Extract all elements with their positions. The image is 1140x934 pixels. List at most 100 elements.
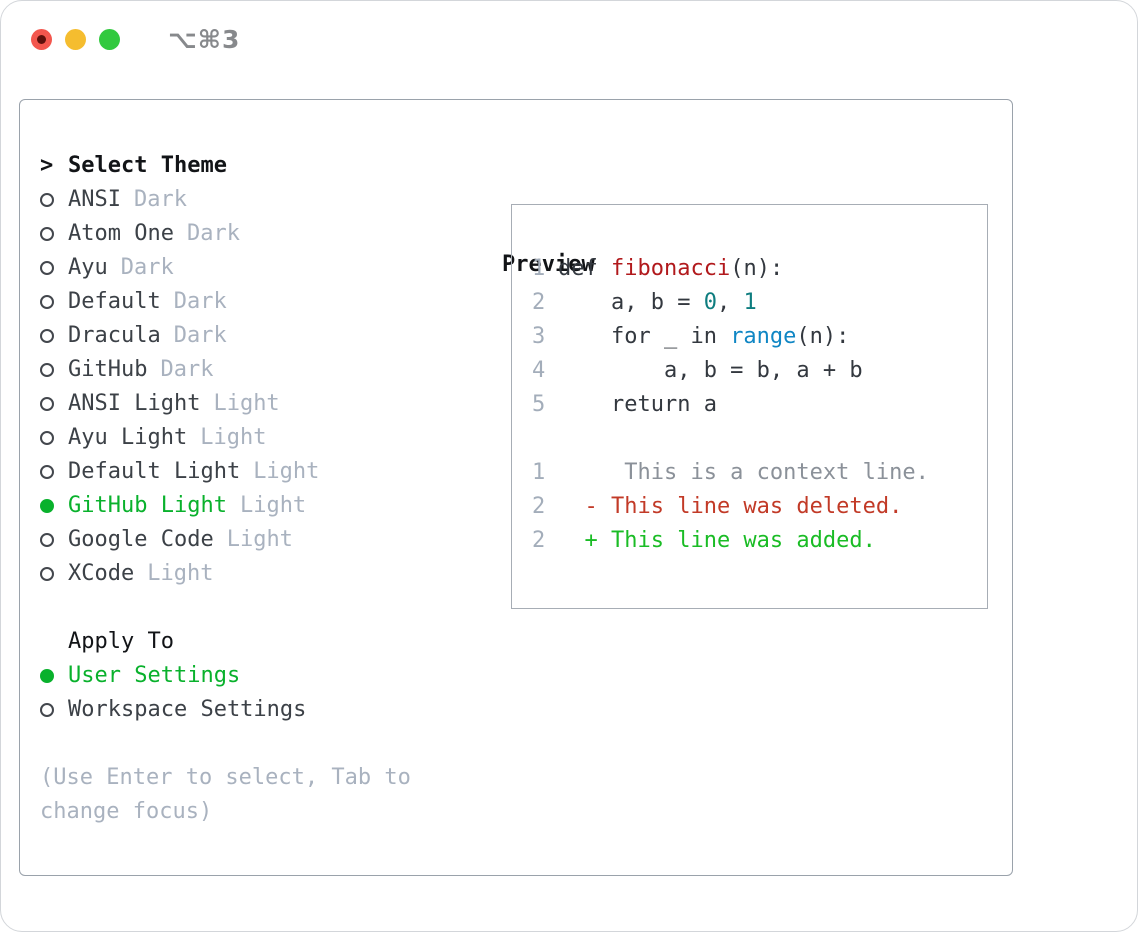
line-number: 4	[532, 358, 546, 383]
theme-name: ANSI Light	[68, 391, 201, 416]
line-number: 1	[532, 460, 546, 485]
theme-name: Ayu Light	[68, 425, 188, 450]
line-text: This is a context line.	[558, 456, 929, 490]
theme-variant-tag: Light	[200, 425, 267, 450]
help-hint-line-2: change focus)	[40, 799, 213, 824]
titlebar: ⌥⌘3	[1, 1, 1137, 77]
spacer	[40, 591, 490, 625]
theme-variant-tag: Dark	[120, 255, 174, 280]
radio-unselected-icon	[40, 193, 54, 207]
theme-option[interactable]: Google Code Light	[40, 523, 490, 557]
prompt-icon: >	[40, 153, 54, 178]
theme-variant-tag: Dark	[173, 289, 227, 314]
line-number: 3	[532, 324, 546, 349]
preview-line: 1 def fibonacci(n):	[532, 252, 987, 286]
theme-option[interactable]: XCode Light	[40, 557, 490, 591]
radio-unselected-icon	[40, 363, 54, 377]
line-text: def fibonacci(n):	[558, 252, 783, 286]
line-text: a, b = 0, 1	[558, 286, 757, 320]
preview-title: Preview	[502, 252, 595, 277]
code-token: a, b = b, a + b	[558, 358, 863, 383]
code-token: 1	[743, 290, 757, 315]
line-text: return a	[558, 388, 717, 422]
theme-name: GitHub Light	[68, 493, 227, 518]
preview-line: 5 return a	[532, 388, 987, 422]
code-token: for _ in	[558, 324, 731, 349]
theme-name: Default Light	[68, 459, 241, 484]
line-number: 2	[532, 528, 546, 553]
theme-option[interactable]: Default Dark	[40, 285, 490, 319]
code-token: range	[730, 324, 797, 349]
theme-variant-tag: Dark	[186, 221, 240, 246]
theme-name: ANSI	[68, 187, 121, 212]
theme-variant-tag: Light	[253, 459, 320, 484]
code-token: return a	[558, 392, 717, 417]
radio-unselected-icon	[40, 533, 54, 547]
radio-unselected-icon	[40, 295, 54, 309]
code-token: ,	[716, 290, 744, 315]
radio-selected-icon	[40, 499, 54, 513]
line-text: a, b = b, a + b	[558, 354, 863, 388]
radio-unselected-icon	[40, 227, 54, 241]
zoom-button-icon[interactable]	[99, 29, 120, 50]
preview-line: 1 This is a context line.	[532, 456, 987, 490]
radio-unselected-icon	[40, 703, 54, 717]
theme-list-header: > Select Theme	[40, 149, 490, 183]
preview-line: 2 + This line was added.	[532, 524, 987, 558]
radio-unselected-icon	[40, 329, 54, 343]
line-number	[532, 422, 558, 456]
code-token: + This line was added.	[558, 528, 876, 553]
apply-to-option[interactable]: Workspace Settings	[40, 693, 490, 727]
line-number: 2	[532, 290, 546, 315]
theme-name: Google Code	[68, 527, 214, 552]
theme-option[interactable]: ANSI Light Light	[40, 387, 490, 421]
code-token: 0	[703, 290, 717, 315]
theme-option[interactable]: GitHub Light Light	[40, 489, 490, 523]
help-hint-line-1: (Use Enter to select, Tab to	[40, 765, 411, 790]
keyboard-shortcut-label: ⌥⌘3	[168, 25, 241, 54]
theme-option[interactable]: Default Light Light	[40, 455, 490, 489]
preview-line: 2 a, b = 0, 1	[532, 286, 987, 320]
code-token: - This line was deleted.	[558, 494, 903, 519]
radio-unselected-icon	[40, 567, 54, 581]
theme-variant-tag: Dark	[160, 357, 214, 382]
theme-option[interactable]: Ayu Light Light	[40, 421, 490, 455]
theme-name: Default	[68, 289, 161, 314]
line-text: - This line was deleted.	[558, 490, 902, 524]
theme-variant-tag: Light	[147, 561, 214, 586]
radio-unselected-icon	[40, 431, 54, 445]
apply-to-label: User Settings	[68, 663, 241, 688]
preview-line: 3 for _ in range(n):	[532, 320, 987, 354]
theme-name: XCode	[68, 561, 135, 586]
apply-to-header: Apply To	[40, 625, 490, 659]
minimize-button-icon[interactable]	[65, 29, 86, 50]
theme-name: Dracula	[68, 323, 161, 348]
code-token: (n):	[796, 324, 850, 349]
line-number: 2	[532, 494, 546, 519]
spacer	[40, 727, 490, 761]
theme-variant-tag: Light	[239, 493, 307, 518]
close-button-icon[interactable]	[31, 29, 52, 50]
apply-to-option[interactable]: User Settings	[40, 659, 490, 693]
line-number: 1	[532, 256, 546, 281]
preview-line: 2 - This line was deleted.	[532, 490, 987, 524]
radio-unselected-icon	[40, 465, 54, 479]
code-token: (n):	[730, 256, 784, 281]
line-number: 5	[532, 392, 546, 417]
radio-unselected-icon	[40, 397, 54, 411]
theme-variant-tag: Light	[226, 527, 293, 552]
theme-variant-tag: Light	[213, 391, 280, 416]
theme-list-title: Select Theme	[68, 153, 227, 178]
preview-line: 4 a, b = b, a + b	[532, 354, 987, 388]
